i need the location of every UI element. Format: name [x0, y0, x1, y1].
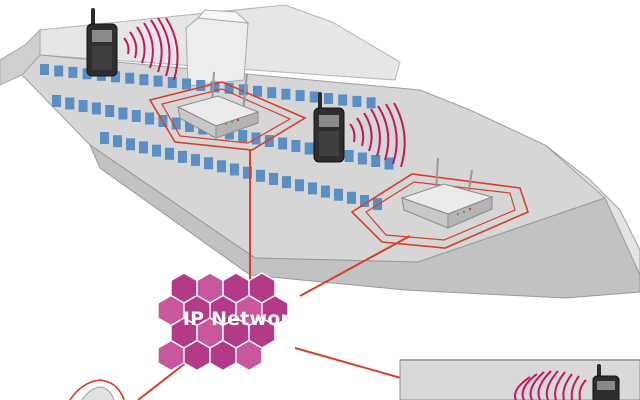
ship-window: [139, 141, 148, 154]
ship-window: [210, 81, 220, 93]
ship-window: [309, 91, 319, 103]
network-hex-cell: [157, 339, 185, 372]
network-hex-cell: [183, 339, 211, 372]
ship-window: [243, 166, 252, 179]
ship-window: [100, 132, 109, 144]
ship-window: [281, 88, 291, 100]
ship-window: [324, 93, 333, 104]
radio-2: [313, 92, 406, 168]
ship-window: [91, 102, 101, 115]
ship-window: [111, 71, 120, 83]
remote-left-coverage: [69, 379, 125, 400]
ship-window: [357, 152, 367, 165]
ship-window: [224, 82, 234, 94]
ship-window: [347, 191, 356, 204]
ship-window: [131, 110, 141, 122]
ship-window: [282, 176, 291, 189]
ship-window: [182, 78, 191, 90]
radio-2-signal-waves: [349, 102, 406, 168]
ship-window: [256, 169, 265, 182]
ship-window: [65, 97, 75, 110]
ship-window: [304, 142, 314, 155]
ship-window: [352, 95, 362, 107]
ship-window: [118, 107, 128, 120]
ship-window: [171, 117, 181, 130]
ship-window: [105, 105, 115, 117]
remote-site-left: [69, 379, 125, 400]
radio-3-signal-waves: [514, 370, 587, 400]
ship-window: [278, 137, 288, 150]
ship-window: [334, 188, 343, 201]
ship-window: [267, 87, 277, 99]
repeater-1: [148, 71, 307, 151]
repeater-icon: [400, 157, 494, 229]
ship-window: [338, 94, 348, 106]
repeater-2-coverage-outer: [350, 173, 529, 249]
repeater-icon: [176, 71, 260, 139]
radio-icon: [313, 92, 345, 163]
ship-window: [373, 198, 382, 211]
radio-3: [514, 364, 620, 400]
ship-window: [78, 100, 88, 112]
remote-site-right: [399, 359, 640, 400]
ship-window: [196, 80, 206, 91]
ship-window: [167, 77, 177, 88]
ship-window: [308, 182, 317, 195]
ship-window: [238, 130, 248, 142]
link-network-remote-right: [294, 347, 409, 381]
ship-window: [54, 65, 64, 77]
ship-window: [230, 163, 239, 176]
ship-window: [145, 112, 155, 125]
ship-mast-box: [185, 17, 249, 87]
network-hex-cell: [235, 339, 263, 372]
ship-front-face: [0, 28, 41, 86]
ship-window: [204, 157, 213, 170]
hexagon-cloud-icon: [157, 272, 289, 372]
ship-window: [321, 185, 330, 198]
ship-window: [269, 172, 278, 185]
ip-network: IP Network*: [157, 272, 313, 372]
ship-window: [185, 120, 194, 132]
ship-window: [152, 144, 161, 157]
network-hex-cell: [209, 339, 237, 372]
ship-window: [264, 135, 274, 147]
ship-window: [295, 90, 305, 102]
ship-window: [295, 179, 304, 192]
radio-icon: [86, 8, 118, 77]
ship-window: [253, 85, 262, 97]
ship-window: [125, 72, 135, 84]
ship-window: [371, 155, 381, 167]
ship-window: [153, 75, 163, 87]
repeater-2-coverage-inner: [365, 181, 516, 241]
ship-window: [126, 138, 135, 151]
ship-window: [113, 135, 122, 148]
ship-window: [178, 150, 187, 163]
ship-window: [40, 64, 49, 75]
ship-window: [82, 68, 92, 80]
ship-window: [291, 140, 301, 152]
ship-window: [165, 147, 174, 160]
ship-window: [52, 95, 61, 107]
ship-window: [139, 74, 149, 86]
ship-window: [344, 150, 354, 162]
radio-1: [86, 8, 179, 81]
ship-window: [217, 160, 226, 173]
ship-window: [360, 195, 369, 207]
repeater-2: [350, 157, 529, 249]
network-label: IP Network*: [183, 308, 313, 330]
link-repeater-2-network: [299, 235, 411, 297]
ship-window: [366, 97, 376, 109]
ship-window: [191, 154, 200, 167]
ship-window: [68, 66, 78, 78]
radio-icon: [592, 364, 620, 400]
ship-window: [384, 157, 394, 170]
ship-window: [238, 84, 248, 96]
repeater-1-coverage-outer: [148, 81, 307, 151]
radio-1-signal-waves: [123, 17, 179, 81]
